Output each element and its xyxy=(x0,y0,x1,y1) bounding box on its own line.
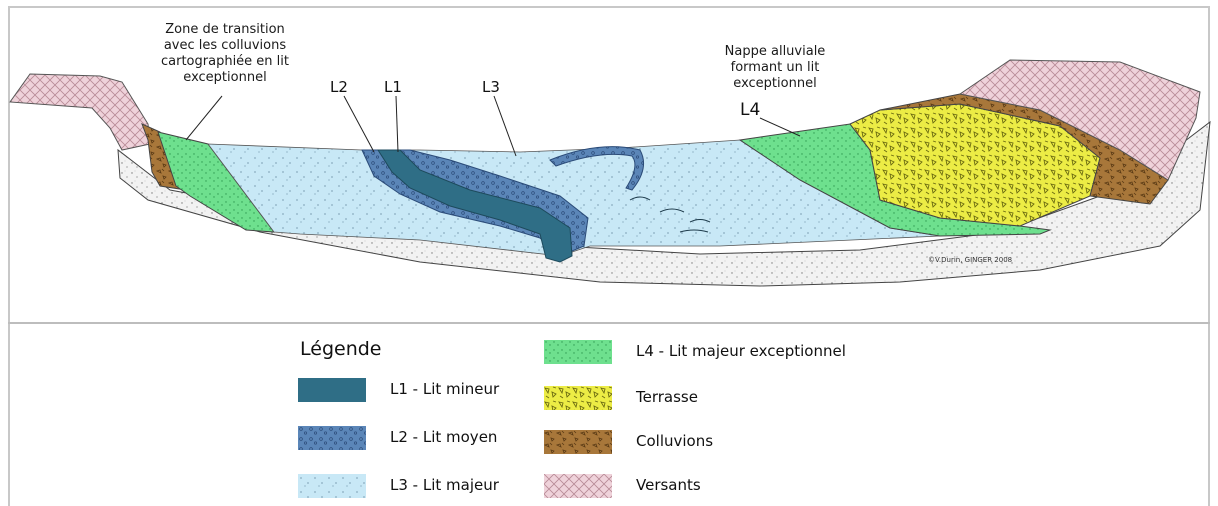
legend-label: Colluvions xyxy=(636,432,713,450)
legend-label: L1 - Lit mineur xyxy=(390,380,499,398)
lit-moyen-swatch xyxy=(298,426,366,450)
annotation-line: exceptionnel xyxy=(690,76,860,92)
lit-majeur-swatch xyxy=(298,474,366,498)
versants-swatch xyxy=(544,474,612,498)
legend-title: Légende xyxy=(300,338,381,360)
annotation-line: Nappe alluviale xyxy=(690,44,860,60)
annotation-line: Zone de transition xyxy=(130,22,320,38)
label-l3: L3 xyxy=(482,78,500,96)
label-l4: L4 xyxy=(740,100,760,120)
legend-label: L4 - Lit majeur exceptionnel xyxy=(636,342,846,360)
legend-label: L3 - Lit majeur xyxy=(390,476,499,494)
terrasse-swatch xyxy=(544,386,612,410)
colluvions-swatch xyxy=(544,430,612,454)
leader-l3 xyxy=(494,96,516,156)
annotation-transition-zone: Zone de transition avec les colluvions c… xyxy=(130,22,320,86)
legend-label: Versants xyxy=(636,476,701,494)
legend-label: L2 - Lit moyen xyxy=(390,428,497,446)
legend-label: Terrasse xyxy=(636,388,698,406)
label-l2: L2 xyxy=(330,78,348,96)
versants-left xyxy=(10,74,150,150)
legend-divider xyxy=(8,322,1210,324)
annotation-line: exceptionnel xyxy=(130,70,320,86)
annotation-nappe-alluviale: Nappe alluviale formant un lit exception… xyxy=(690,44,860,92)
annotation-line: cartographiée en lit xyxy=(130,54,320,70)
copyright-text: ©V.Durin, GINGER 2008 xyxy=(928,256,1012,264)
label-l1: L1 xyxy=(384,78,402,96)
leader-transition xyxy=(186,96,222,140)
annotation-line: formant un lit xyxy=(690,60,860,76)
lit-exceptionnel-swatch xyxy=(544,340,612,364)
leader-l4 xyxy=(760,118,800,136)
lit-mineur-swatch xyxy=(298,378,366,402)
leader-l1 xyxy=(396,96,398,152)
leader-l2 xyxy=(344,96,374,152)
annotation-line: avec les colluvions xyxy=(130,38,320,54)
